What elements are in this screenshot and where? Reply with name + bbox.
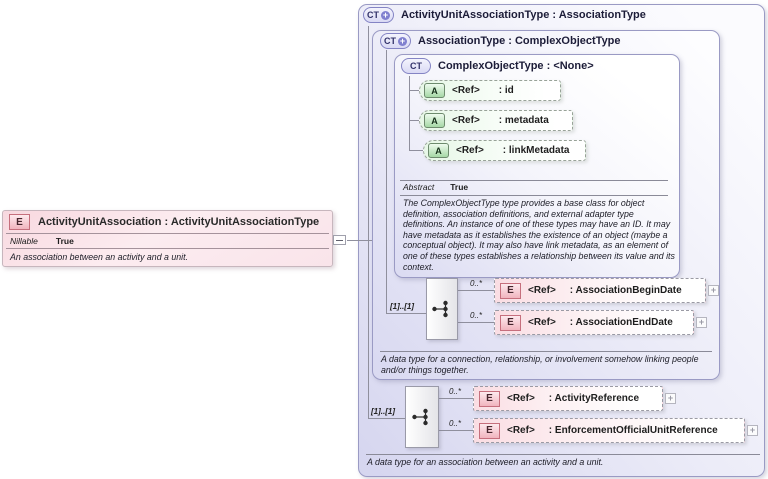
divider [400,180,668,181]
plus-badge-icon: + [381,9,390,20]
connector-line [439,398,473,399]
type-title-text: ComplexObjectType : <None> [438,60,594,72]
ct-label: CT [367,10,379,20]
cardinality-label: 0..* [470,311,483,320]
element-icon: E [500,282,521,299]
cardinality-label: 0..* [449,387,462,396]
connector-line [458,322,494,323]
cardinality-label: 0..* [470,279,483,288]
connector-line [386,313,426,314]
connector-line [368,418,405,419]
ct-label: CT [410,61,422,71]
activity-unit-association-type-annotation: A data type for an association between a… [367,457,604,467]
attribute-name: : metadata [498,115,549,126]
type-title-text: AssociationType : ComplexObjectType [418,35,621,47]
element-association-end-date[interactable]: E <Ref> : AssociationEndDate [494,310,694,335]
element-enforcement-official-unit-reference[interactable]: E <Ref> : EnforcementOfficialUnitReferen… [473,418,745,443]
divider [6,233,329,234]
collapse-toggle-icon[interactable] [333,235,346,245]
attribute-name: : id [498,85,514,96]
global-element-box[interactable]: E ActivityUnitAssociation : ActivityUnit… [2,210,333,267]
connector-line [386,50,387,313]
type-title-activity-unit-association-type: CT+ ActivityUnitAssociationType : Associ… [363,7,646,23]
connector-line [409,150,423,151]
occurrence-label: [1]..[1] [371,407,395,416]
element-name: : AssociationBeginDate [569,285,682,296]
element-name: : ActivityReference [548,393,640,404]
divider [6,248,329,249]
attribute-metadata[interactable]: A <Ref> : metadata [419,110,573,131]
abstract-facet-row: Abstract True [403,182,468,192]
expand-button[interactable]: + [708,285,719,296]
element-icon: E [9,214,30,230]
sequence-glyph [432,300,448,318]
connector-line [409,76,410,151]
plus-badge-icon: + [398,35,407,46]
complex-type-plus-icon[interactable]: CT+ [363,7,394,23]
divider [366,454,760,455]
connector-line [439,430,473,431]
divider [400,195,668,196]
association-type-annotation: A data type for a connection, relationsh… [381,354,699,375]
attribute-icon: A [424,113,445,128]
type-title-text: ActivityUnitAssociationType : Associatio… [401,9,646,21]
element-ref-label: <Ref> [528,285,556,296]
occurrence-label: [1]..[1] [390,302,414,311]
connector-line [458,290,494,291]
element-name: : EnforcementOfficialUnitReference [548,425,718,436]
sequence-compositor-icon[interactable] [426,278,458,340]
divider [380,351,712,352]
attribute-name: : linkMetadata [502,145,570,156]
global-element-title-text: ActivityUnitAssociation : ActivityUnitAs… [38,216,320,228]
complex-type-plus-icon[interactable]: CT+ [380,33,411,49]
cardinality-label: 0..* [449,419,462,428]
element-ref-label: <Ref> [507,393,535,404]
element-ref-label: <Ref> [528,317,556,328]
global-element-title: E ActivityUnitAssociation : ActivityUnit… [3,211,332,232]
facet-value: True [55,236,74,246]
attribute-link-metadata[interactable]: A <Ref> : linkMetadata [423,140,586,161]
attribute-id[interactable]: A <Ref> : id [419,80,561,101]
expand-button[interactable]: + [696,317,707,328]
attribute-icon: A [424,83,445,98]
attribute-ref-label: <Ref> [456,145,484,156]
type-title-complex-object-type: CT ComplexObjectType : <None> [401,58,594,74]
element-name: : AssociationEndDate [569,317,673,328]
element-icon: E [479,422,500,439]
complex-type-icon[interactable]: CT [401,58,431,74]
facet-value: True [450,182,469,192]
nillable-facet-row: Nillable True [3,235,332,247]
ct-label: CT [384,36,396,46]
global-element-annotation: An association between an activity and a… [10,252,189,262]
sequence-glyph [412,408,428,426]
element-icon: E [479,390,500,407]
complex-object-type-description: The ComplexObjectType type provides a ba… [403,198,675,272]
attribute-ref-label: <Ref> [452,115,480,126]
sequence-compositor-icon[interactable] [405,386,439,448]
facet-label: Nillable [10,236,38,246]
element-activity-reference[interactable]: E <Ref> : ActivityReference [473,386,663,411]
element-association-begin-date[interactable]: E <Ref> : AssociationBeginDate [494,278,706,303]
element-ref-label: <Ref> [507,425,535,436]
connector-line [368,26,369,418]
connector-line [347,240,372,241]
expand-button[interactable]: + [665,393,676,404]
connector-line [409,90,419,91]
attribute-ref-label: <Ref> [452,85,480,96]
type-title-association-type: CT+ AssociationType : ComplexObjectType [380,33,621,49]
element-icon: E [500,314,521,331]
minus-glyph [336,239,343,241]
connector-line [409,120,419,121]
facet-label: Abstract [403,182,435,192]
expand-button[interactable]: + [747,425,758,436]
attribute-icon: A [428,143,449,158]
